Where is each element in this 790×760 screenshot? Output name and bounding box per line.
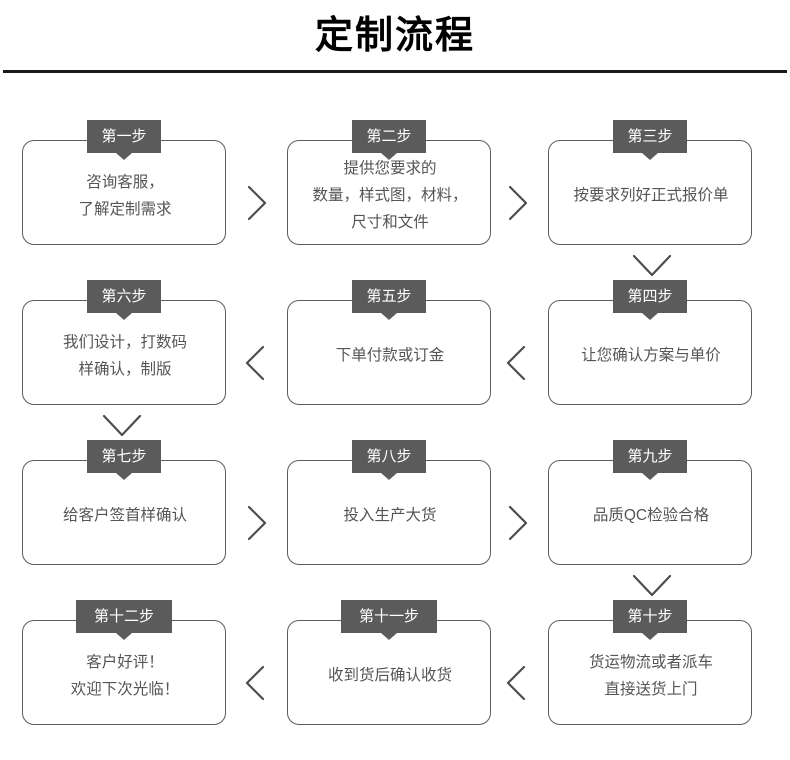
chevron-down-icon xyxy=(92,407,152,445)
flow-row-1: 咨询客服， 了解定制需求 第一步 提供您要求的 数量，样式图，材料， 尺寸和文件… xyxy=(0,120,790,280)
step-badge: 第七步 xyxy=(87,440,161,473)
step-card-body: 下单付款或订金 xyxy=(288,301,492,406)
step-badge: 第二步 xyxy=(352,120,426,153)
step-card-outline: 品质QC检验合格 xyxy=(548,460,752,565)
step-card-outline: 我们设计，打数码 样确认，制版 xyxy=(22,300,226,405)
chevron-left-icon xyxy=(236,333,276,393)
step-text-line: 客户好评！ xyxy=(86,653,164,671)
step-text-line: 欢迎下次光临！ xyxy=(70,680,180,698)
step-text-line: 尺寸和文件 xyxy=(351,214,429,231)
step-text-line: 咨询客服， xyxy=(86,173,164,191)
chevron-right-icon xyxy=(236,493,276,553)
step-badge: 第十二步 xyxy=(76,600,172,633)
chevron-left-icon xyxy=(497,653,537,713)
step-badge: 第三步 xyxy=(613,120,687,153)
step-card-body: 品质QC检验合格 xyxy=(549,461,753,566)
step-text-line: 提供您要求的 xyxy=(343,160,437,177)
step-text-line: 投入生产大货 xyxy=(343,507,437,524)
step-text-line: 样确认，制版 xyxy=(78,360,172,378)
flow-row-3: 给客户签首样确认 第七步 投入生产大货 第八步 品质QC检验合格 xyxy=(0,440,790,600)
flow-step-card[interactable]: 投入生产大货 第八步 xyxy=(287,440,491,565)
step-text-line: 数量，样式图，材料， xyxy=(312,187,468,204)
step-text-line: 按要求列好正式报价单 xyxy=(573,187,729,204)
step-card-body: 货运物流或者派车 直接送货上门 xyxy=(549,621,753,726)
step-text-line: 给客户签首样确认 xyxy=(62,507,187,524)
step-text-line: 了解定制需求 xyxy=(78,200,172,218)
step-card-body: 我们设计，打数码 样确认，制版 xyxy=(23,301,227,406)
flow-step-card[interactable]: 收到货后确认收货 第十一步 xyxy=(287,600,491,725)
step-text-line: 品质QC检验合格 xyxy=(592,507,710,524)
flow-row-2: 我们设计，打数码 样确认，制版 第六步 下单付款或订金 第五步 让您确认 xyxy=(0,280,790,440)
flow-step-card[interactable]: 下单付款或订金 第五步 xyxy=(287,280,491,405)
step-card-body: 咨询客服， 了解定制需求 xyxy=(23,141,227,246)
chevron-down-icon xyxy=(622,567,682,605)
process-flow-diagram: 咨询客服， 了解定制需求 第一步 提供您要求的 数量，样式图，材料， 尺寸和文件… xyxy=(0,78,790,754)
chevron-down-icon xyxy=(622,247,682,285)
flow-step-card[interactable]: 客户好评！ 欢迎下次光临！ 第十二步 xyxy=(22,600,226,725)
flow-step-card[interactable]: 货运物流或者派车 直接送货上门 第十步 xyxy=(548,600,752,725)
step-card-body: 投入生产大货 xyxy=(288,461,492,566)
flow-step-card[interactable]: 给客户签首样确认 第七步 xyxy=(22,440,226,565)
flow-step-card[interactable]: 提供您要求的 数量，样式图，材料， 尺寸和文件 第二步 xyxy=(287,120,491,245)
flow-row-4: 客户好评！ 欢迎下次光临！ 第十二步 收到货后确认收货 第十一步 货运物 xyxy=(0,600,790,760)
page-title: 定制流程 xyxy=(314,15,475,57)
step-text-line: 下单付款或订金 xyxy=(335,347,445,364)
step-text-line: 货运物流或者派车 xyxy=(588,653,713,671)
step-card-body: 提供您要求的 数量，样式图，材料， 尺寸和文件 xyxy=(288,141,492,246)
flow-step-card[interactable]: 我们设计，打数码 样确认，制版 第六步 xyxy=(22,280,226,405)
step-badge: 第四步 xyxy=(613,280,687,313)
chevron-right-icon xyxy=(497,173,537,233)
step-badge: 第九步 xyxy=(613,440,687,473)
step-text-line: 我们设计，打数码 xyxy=(62,333,187,351)
step-card-body: 按要求列好正式报价单 xyxy=(549,141,753,246)
flow-step-card[interactable]: 按要求列好正式报价单 第三步 xyxy=(548,120,752,245)
flow-step-card[interactable]: 咨询客服， 了解定制需求 第一步 xyxy=(22,120,226,245)
flow-step-card[interactable]: 品质QC检验合格 第九步 xyxy=(548,440,752,565)
page-header: 定制流程 xyxy=(0,0,790,78)
step-card-body: 客户好评！ 欢迎下次光临！ xyxy=(23,621,227,726)
chevron-right-icon xyxy=(497,493,537,553)
step-badge: 第五步 xyxy=(352,280,426,313)
chevron-left-icon xyxy=(236,653,276,713)
step-badge: 第十步 xyxy=(613,600,687,633)
step-card-body: 收到货后确认收货 xyxy=(288,621,492,726)
title-divider xyxy=(3,70,787,73)
step-text-line: 让您确认方案与单价 xyxy=(581,347,721,364)
step-card-body: 让您确认方案与单价 xyxy=(549,301,753,406)
step-card-body: 给客户签首样确认 xyxy=(23,461,227,566)
chevron-left-icon xyxy=(497,333,537,393)
step-badge: 第一步 xyxy=(87,120,161,153)
step-badge: 第八步 xyxy=(352,440,426,473)
step-text-line: 直接送货上门 xyxy=(604,680,698,698)
chevron-right-icon xyxy=(236,173,276,233)
step-text-line: 收到货后确认收货 xyxy=(327,667,452,684)
step-badge: 第六步 xyxy=(87,280,161,313)
step-badge: 第十一步 xyxy=(341,600,437,633)
flow-step-card[interactable]: 让您确认方案与单价 第四步 xyxy=(548,280,752,405)
